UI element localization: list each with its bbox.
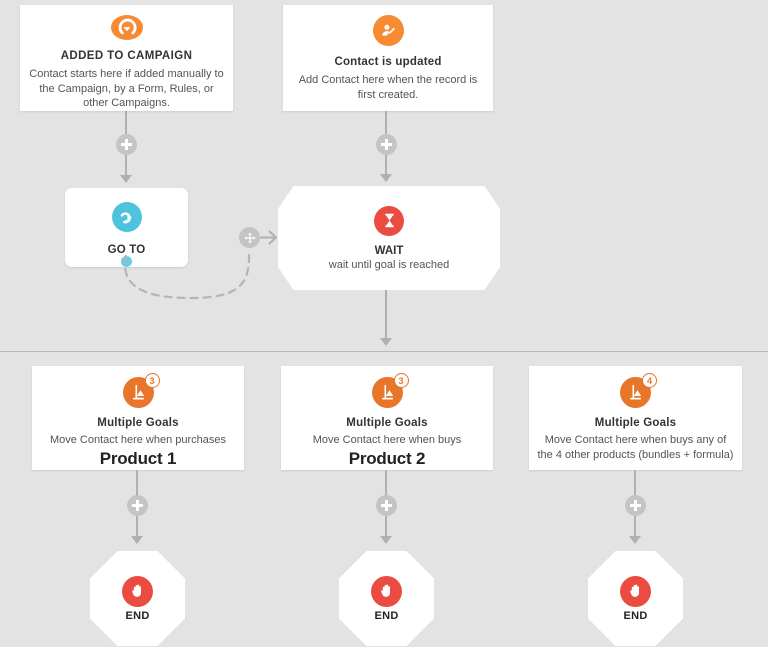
- goal-count-badge: 4: [642, 373, 657, 388]
- goal-description: Move Contact here when purchases: [49, 434, 227, 447]
- connector-line: [136, 470, 138, 498]
- goto-title: GO TO: [107, 244, 146, 256]
- stop-hand-icon: [122, 575, 153, 607]
- arrow-right-icon: [260, 230, 277, 245]
- end-node-1[interactable]: END: [90, 551, 185, 646]
- curved-down-arrow-icon: [110, 15, 143, 40]
- end-label: END: [125, 609, 150, 622]
- contact-edit-icon: [372, 15, 404, 46]
- section-divider: [0, 351, 768, 352]
- goal-product-name: Product 2: [348, 449, 426, 468]
- connector-line: [385, 516, 387, 538]
- connector-line: [385, 290, 387, 340]
- arrow-head-icon: [131, 536, 143, 544]
- goal-count-badge: 3: [144, 373, 160, 388]
- add-step-under-goal-2[interactable]: [376, 495, 397, 516]
- goal-title: Multiple Goals: [97, 417, 179, 429]
- end-label: END: [623, 609, 648, 622]
- hourglass-icon: [374, 205, 404, 236]
- multiple-goals-flag-icon: 3: [122, 373, 160, 408]
- connector-line: [385, 155, 387, 177]
- trigger-title: ADDED TO CAMPAIGN: [60, 49, 193, 62]
- goto-node[interactable]: GO TO: [65, 188, 188, 267]
- goto-to-wait-dashed-path: [123, 250, 251, 300]
- add-step-under-goal-3[interactable]: [625, 495, 646, 516]
- wait-title: WAIT: [374, 244, 404, 257]
- goal-card-product-2[interactable]: 3 Multiple Goals Move Contact here when …: [281, 366, 493, 470]
- add-step-under-goal-1[interactable]: [127, 495, 148, 516]
- wait-node[interactable]: WAIT wait until goal is reached: [278, 186, 500, 290]
- connector-line: [634, 470, 636, 498]
- multiple-goals-flag-icon: 3: [371, 373, 409, 408]
- trigger-card-contact-is-updated[interactable]: Contact is updated Add Contact here when…: [283, 5, 493, 111]
- end-node-3[interactable]: END: [588, 551, 683, 646]
- goal-description: Move Contact here when buys: [312, 434, 462, 447]
- goal-description: Move Contact here when buys any of the 4…: [537, 434, 734, 461]
- trigger-card-added-to-campaign[interactable]: ADDED TO CAMPAIGN Contact starts here if…: [20, 5, 233, 111]
- connector-line: [634, 516, 636, 538]
- connector-line: [385, 111, 387, 139]
- goal-title: Multiple Goals: [594, 417, 677, 429]
- goal-product-name: Product 1: [99, 449, 177, 468]
- wait-description: wait until goal is reached: [328, 258, 450, 271]
- arrow-head-icon: [380, 536, 392, 544]
- goto-arrow-icon: [111, 202, 142, 232]
- arrow-head-icon: [380, 338, 392, 346]
- connector-line: [125, 111, 127, 139]
- trigger-description: Contact starts here if added manually to…: [29, 68, 224, 110]
- move-handle-icon[interactable]: [239, 227, 260, 248]
- connector-line: [385, 470, 387, 498]
- multiple-goals-flag-icon: 4: [620, 373, 657, 408]
- stop-hand-icon: [620, 575, 651, 607]
- end-node-2[interactable]: END: [339, 551, 434, 646]
- trigger-description: Add Contact here when the record is firs…: [298, 74, 478, 101]
- goal-count-badge: 3: [393, 373, 409, 388]
- connector-line: [136, 516, 138, 538]
- arrow-head-icon: [629, 536, 641, 544]
- end-label: END: [374, 609, 399, 622]
- goal-card-product-1[interactable]: 3 Multiple Goals Move Contact here when …: [32, 366, 244, 470]
- arrow-head-icon: [120, 175, 132, 183]
- goto-output-handle[interactable]: [121, 256, 132, 267]
- connector-line: [125, 155, 127, 177]
- add-step-under-contact-is-updated[interactable]: [376, 134, 397, 155]
- goal-card-other-products[interactable]: 4 Multiple Goals Move Contact here when …: [529, 366, 742, 470]
- goal-title: Multiple Goals: [346, 417, 428, 429]
- stop-hand-icon: [371, 575, 402, 607]
- add-step-under-added-to-campaign[interactable]: [116, 134, 137, 155]
- arrow-head-icon: [380, 174, 392, 182]
- trigger-title: Contact is updated: [334, 56, 442, 68]
